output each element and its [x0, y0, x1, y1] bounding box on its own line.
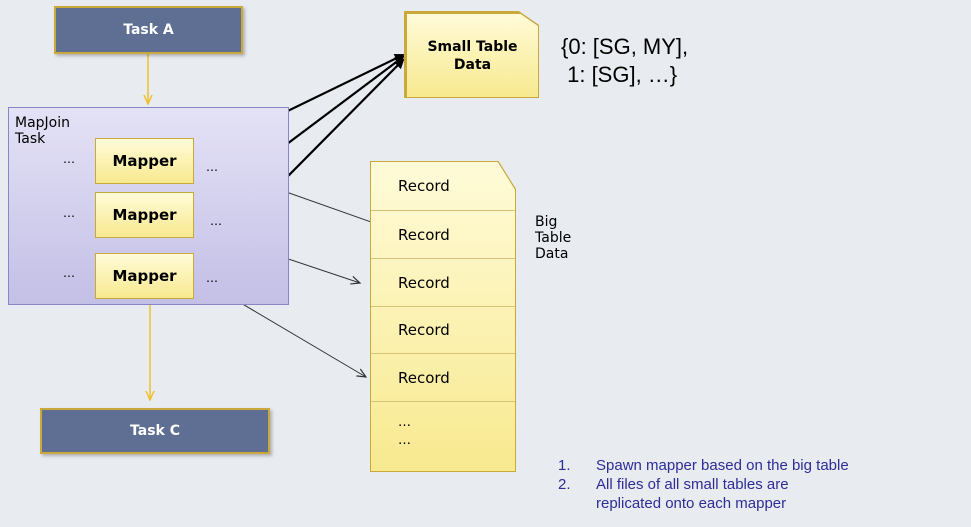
mapper-3: Mapper [95, 253, 194, 299]
small-table-data-box: Small Table Data [406, 13, 539, 98]
note-item: replicated onto each mapper [596, 495, 787, 512]
big-table-more: … … [398, 415, 411, 448]
ellipsis-left-2: … [63, 206, 75, 220]
record-row: Record [371, 307, 515, 354]
ellipsis-right-3: … [206, 271, 218, 285]
task-c-box: Task C [40, 408, 270, 454]
note-item: 2.All files of all small tables are [558, 476, 789, 493]
ellipsis-left-3: … [63, 266, 75, 280]
small-table-label-line1: Small Table [427, 38, 518, 55]
big-table-box: Record Record Record Record Record … … [371, 162, 515, 471]
mapper-2: Mapper [95, 192, 194, 238]
mapjoin-task-label: MapJoin Task [15, 115, 71, 147]
record-row: Record [371, 354, 515, 402]
task-c-label: Task C [130, 423, 180, 439]
record-row: Record [371, 211, 515, 259]
ellipsis-right-2: … [210, 214, 222, 228]
small-table-contents: {0: [SG, MY], 1: [SG], …} [561, 34, 689, 87]
task-a-label: Task A [123, 22, 174, 38]
mapper-1: Mapper [95, 138, 194, 184]
notes-list: 1.Spawn mapper based on the big table 2.… [558, 456, 849, 513]
record-row: Record [371, 162, 515, 211]
note-item: 1.Spawn mapper based on the big table [558, 457, 849, 474]
big-table-label: Big Table Data [535, 214, 572, 262]
ellipsis-right-1: … [206, 160, 218, 174]
record-row: Record [371, 259, 515, 307]
task-a-box: Task A [54, 6, 243, 54]
small-table-label-line2: Data [453, 56, 492, 73]
ellipsis-left-1: … [63, 152, 75, 166]
